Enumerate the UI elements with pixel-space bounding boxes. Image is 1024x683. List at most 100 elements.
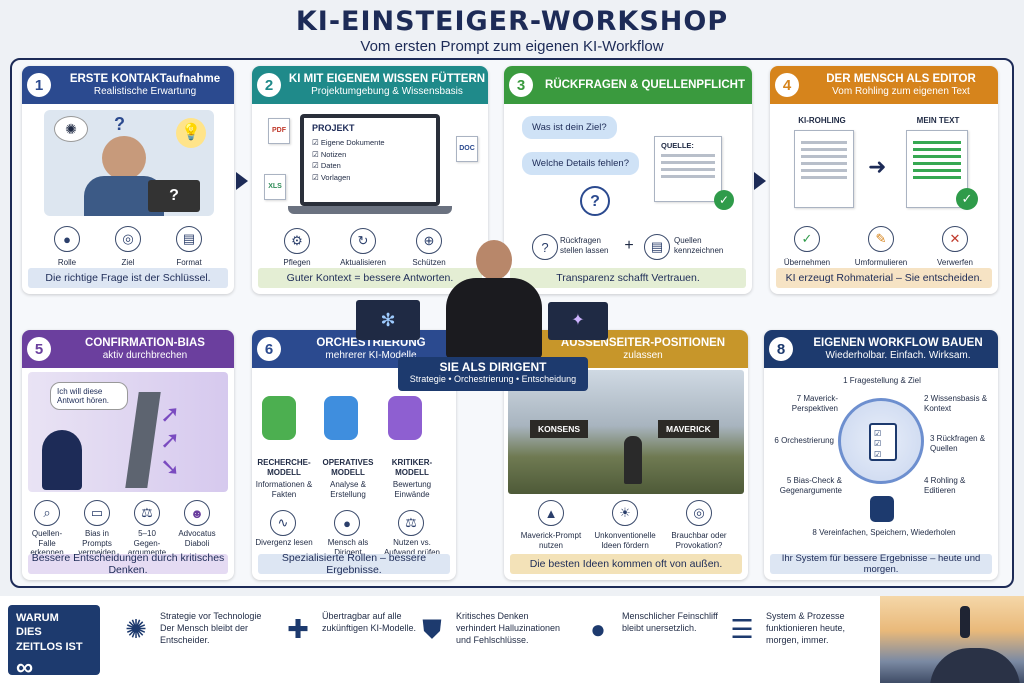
benefit-text: Übertragbar auf alle zukünftigen KI-Mode… <box>322 611 417 634</box>
pencil-icon: ✎ <box>868 226 894 252</box>
server-icon: ☰ <box>730 614 754 644</box>
workflow-step: 7 Maverick-Perspektiven <box>791 394 838 413</box>
document-icon: ▤ <box>176 226 202 252</box>
lightbulb-icon: ☀ <box>612 500 638 526</box>
panel-number: 6 <box>257 337 281 361</box>
benefit-text: Strategie vor Technologie Der Mensch ble… <box>160 611 262 646</box>
infinity-icon: ∞ <box>16 653 34 681</box>
thinking-person <box>42 430 82 490</box>
folder-title: PROJEKT <box>312 123 355 133</box>
panel-title: CONFIRMATION-BIAS <box>85 336 205 349</box>
person-icon: ● <box>334 510 360 536</box>
panel-number: 5 <box>27 337 51 361</box>
doc-label: MEIN TEXT <box>916 116 960 125</box>
item-label: Format <box>176 258 202 267</box>
panel-footer: Guter Kontext = bessere Antworten. <box>258 268 482 288</box>
arrow-right-icon <box>236 172 248 190</box>
check-item: ☑ Vorlagen <box>312 172 351 182</box>
item-label: Divergenz lesen <box>255 538 313 547</box>
panel-3-header: 3 RÜCKFRAGEN & QUELLENPFLICHT <box>504 66 752 104</box>
item-label: Quellen kennzeichnen <box>674 236 724 255</box>
workflow-step: 4 Rohling & Editieren <box>924 476 966 495</box>
monitor-right: ✦ <box>548 302 608 340</box>
item-label: Brauchbar oder Provokation? <box>671 531 727 550</box>
panel-footer: Ihr System für bessere Ergebnisse – heut… <box>770 553 992 575</box>
item-label: Advocatus Diaboli <box>178 529 216 548</box>
target-icon: ◎ <box>686 500 712 526</box>
robot-operative-icon <box>324 396 358 440</box>
target-icon: ◎ <box>115 226 141 252</box>
workflow-step: 3 Rückfragen & Quellen <box>930 434 986 453</box>
bias-wall-illustration: Ich will diese Antwort hören. ➚➚➘ <box>28 372 228 492</box>
lock-icon: ⊕ <box>416 228 442 254</box>
item-label: Mensch als Dirigent <box>327 538 369 557</box>
item-label: Nutzen vs. Aufwand prüfen <box>383 538 441 557</box>
item-label: Unkonventionelle Ideen fördern <box>594 531 656 550</box>
conductor-label: SIE ALS DIRIGENT Strategie • Orchestrier… <box>398 357 588 391</box>
laptop-screen: PROJEKT ☑ Eigene Dokumente ☑ Notizen ☑ D… <box>300 114 440 206</box>
item-label: Ziel <box>121 258 135 267</box>
workflow-step: 2 Wissensbasis & Kontext <box>924 394 988 413</box>
question-mark-icon: ? <box>580 186 610 216</box>
conductor-figure <box>440 240 550 360</box>
item-label: Umformulieren <box>854 258 908 267</box>
panel-footer: Spezialisierte Rollen – bessere Ergebnis… <box>258 552 450 576</box>
lightbulb-icon: 💡 <box>176 118 206 148</box>
pdf-file-icon: PDF <box>268 118 290 144</box>
check-item: ☑ Eigene Dokumente <box>312 138 385 147</box>
workflow-step: 6 Orchestrierung <box>774 436 834 445</box>
item-label: Rolle <box>57 258 77 267</box>
devil-icon: ☻ <box>184 500 210 526</box>
panel-subtitle: aktiv durchbrechen <box>102 349 188 361</box>
panel-footer: KI erzeugt Rohmaterial – Sie entscheiden… <box>776 268 992 288</box>
chat-icon: ▭ <box>84 500 110 526</box>
item-label: Quellen-Falle erkennen <box>30 529 64 558</box>
panel-number: 2 <box>257 73 281 97</box>
workflow-step: 5 Bias-Check & Gegenargumente <box>779 476 842 495</box>
laptop-icon: ? <box>148 180 200 212</box>
brain-icon: ✺ <box>125 614 147 644</box>
item-label: 5–10 Gegen-argumente <box>127 529 167 558</box>
shield-icon: ⛊ <box>422 614 442 644</box>
clipboard-icon: ☑☑☑ <box>869 423 897 461</box>
panel-footer: Transparenz schafft Vertrauen. <box>510 268 746 288</box>
hat-icon: ▲ <box>538 500 564 526</box>
item-label: Rückfragen stellen lassen <box>560 236 609 255</box>
bottom-strip <box>0 596 1024 683</box>
panel-subtitle: Vom Rohling zum eigenen Text <box>832 85 970 97</box>
page-title: KI-EINSTEIGER-WORKSHOP <box>295 6 729 37</box>
confused-user-illustration: ✺ ? 💡 ? <box>44 110 214 216</box>
robot-critic-icon <box>388 396 422 440</box>
model-desc: Bewertung Einwände <box>392 480 432 499</box>
stone-wall <box>125 392 161 488</box>
doc-file-icon: DOC <box>456 136 478 162</box>
panel-title: EIGENEN WORKFLOW BAUEN <box>813 336 983 349</box>
maverick-sign: MAVERICK <box>658 420 719 438</box>
why-timeless-box: WARUM DIES ZEITLOS IST ∞ <box>8 605 100 679</box>
page-subtitle: Vom ersten Prompt zum eigenen KI-Workflo… <box>360 38 664 55</box>
raw-draft-document <box>794 130 854 208</box>
panel-number: 4 <box>775 73 799 97</box>
arrows-icon: ➚➚➘ <box>160 401 181 481</box>
reject-x-icon: ✕ <box>942 226 968 252</box>
panel-footer: Die besten Ideen kommen oft von außen. <box>510 554 742 574</box>
question-mark-icon: ? <box>114 114 125 134</box>
panel-footer: Bessere Entscheidungen durch kritisches … <box>28 552 228 576</box>
check-item: ☑ Daten <box>312 161 341 171</box>
workflow-step: 8 Vereinfachen, Speichern, Wiederholen <box>812 528 956 537</box>
scales-icon: ⚖ <box>134 500 160 526</box>
thought-cloud-icon: ✺ <box>54 116 88 142</box>
thought-bubble: Ich will diese Antwort hören. <box>50 382 128 410</box>
panel-number: 8 <box>769 337 793 361</box>
model-name: OPERATIVES MODELL <box>322 458 374 477</box>
item-label: Bias in Prompts vermeiden <box>78 529 116 558</box>
panel-subtitle: Wiederholbar. Einfach. Wirksam. <box>825 349 971 361</box>
panel-title: ERSTE KONTAKTaufnahme <box>69 72 221 85</box>
